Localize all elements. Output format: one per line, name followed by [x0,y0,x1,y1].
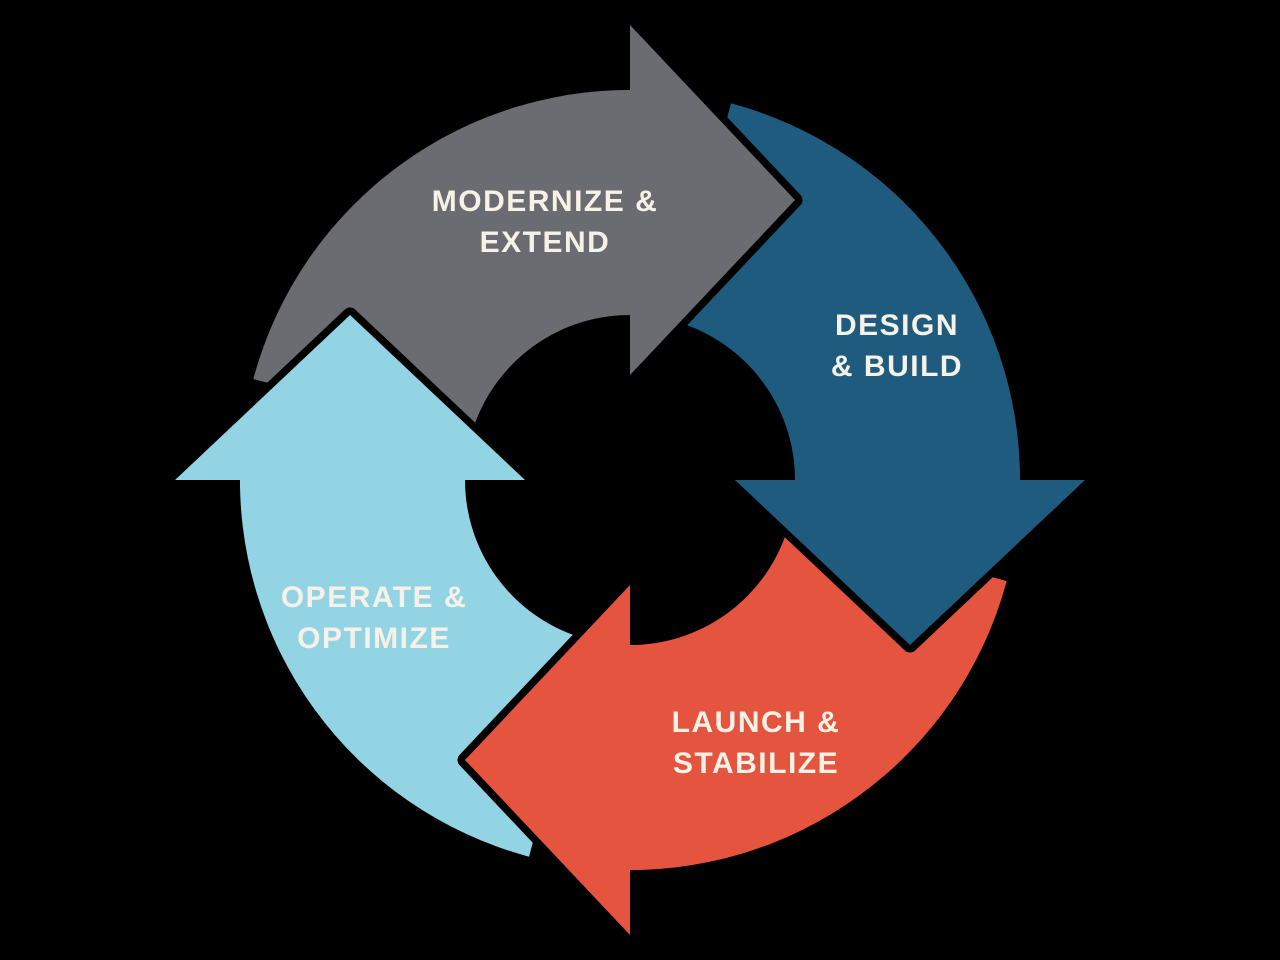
label-line: STABILIZE [672,747,840,780]
arrowhead-modernize-extend [630,25,795,375]
label-operate-optimize: OPERATE & OPTIMIZE [281,577,467,659]
label-line: EXTEND [479,226,611,259]
label-line: LAUNCH & [671,706,841,739]
label-modernize-extend: MODERNIZE & EXTEND [432,181,659,263]
label-launch-stabilize: LAUNCH & STABILIZE [672,702,841,784]
label-line: OPTIMIZE [297,622,451,655]
label-line: & BUILD [830,350,964,383]
arrowhead-operate-optimize [175,315,525,480]
arrowhead-design-build [735,480,1085,645]
label-line: DESIGN [834,309,960,342]
label-line: MODERNIZE & [431,185,659,218]
label-design-build: DESIGN & BUILD [831,305,963,387]
label-line: OPERATE & [280,581,468,614]
arrowhead-launch-stabilize [465,585,630,935]
